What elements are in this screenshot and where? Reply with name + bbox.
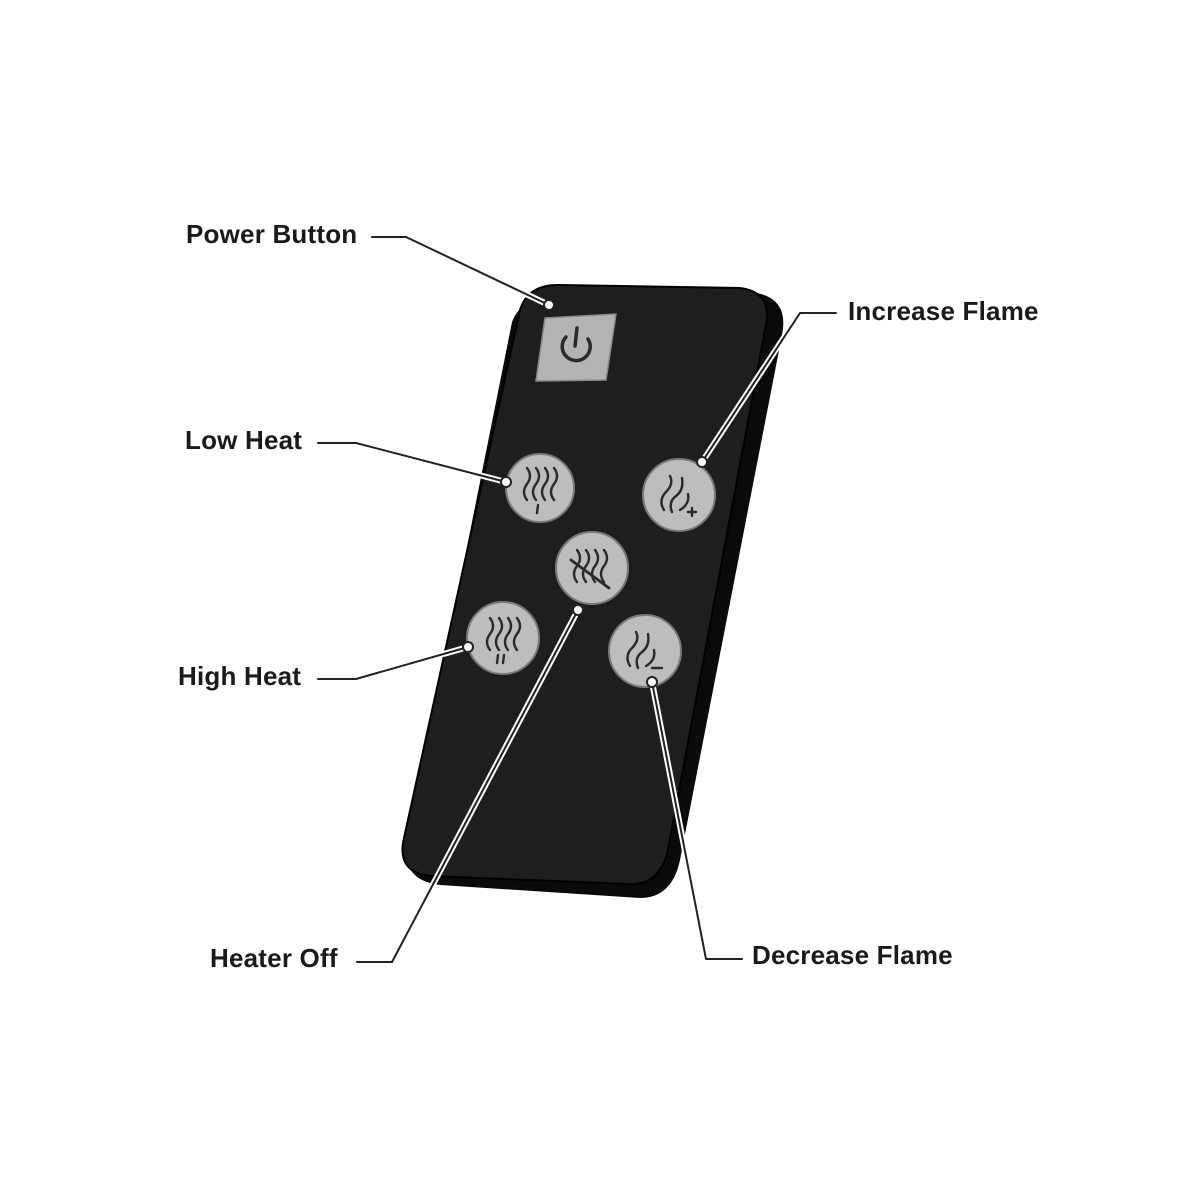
leader-lines — [315, 234, 839, 965]
power-icon — [560, 326, 592, 363]
heater-off-button[interactable] — [555, 531, 629, 605]
low-heat-button[interactable] — [505, 453, 575, 523]
power-button-label: Power Button — [186, 219, 358, 249]
heater-off-label: Heater Off — [210, 943, 338, 973]
power-button[interactable] — [535, 313, 617, 382]
decrease-flame-button[interactable] — [608, 614, 682, 688]
increase-flame-button[interactable] — [642, 458, 716, 532]
flame-plus-icon — [660, 474, 698, 518]
flame-minus-icon — [626, 630, 664, 670]
leader-dots — [462, 299, 708, 688]
increase-flame-label: Increase Flame — [848, 296, 1039, 326]
high-heat-button[interactable] — [466, 601, 540, 675]
heat-waves-low-icon — [522, 466, 559, 515]
heat-waves-high-icon — [485, 616, 522, 665]
heat-off-icon — [569, 548, 611, 590]
low-heat-label: Low Heat — [185, 425, 303, 455]
high-heat-label: High Heat — [178, 661, 302, 691]
decrease-flame-label: Decrease Flame — [752, 940, 953, 970]
